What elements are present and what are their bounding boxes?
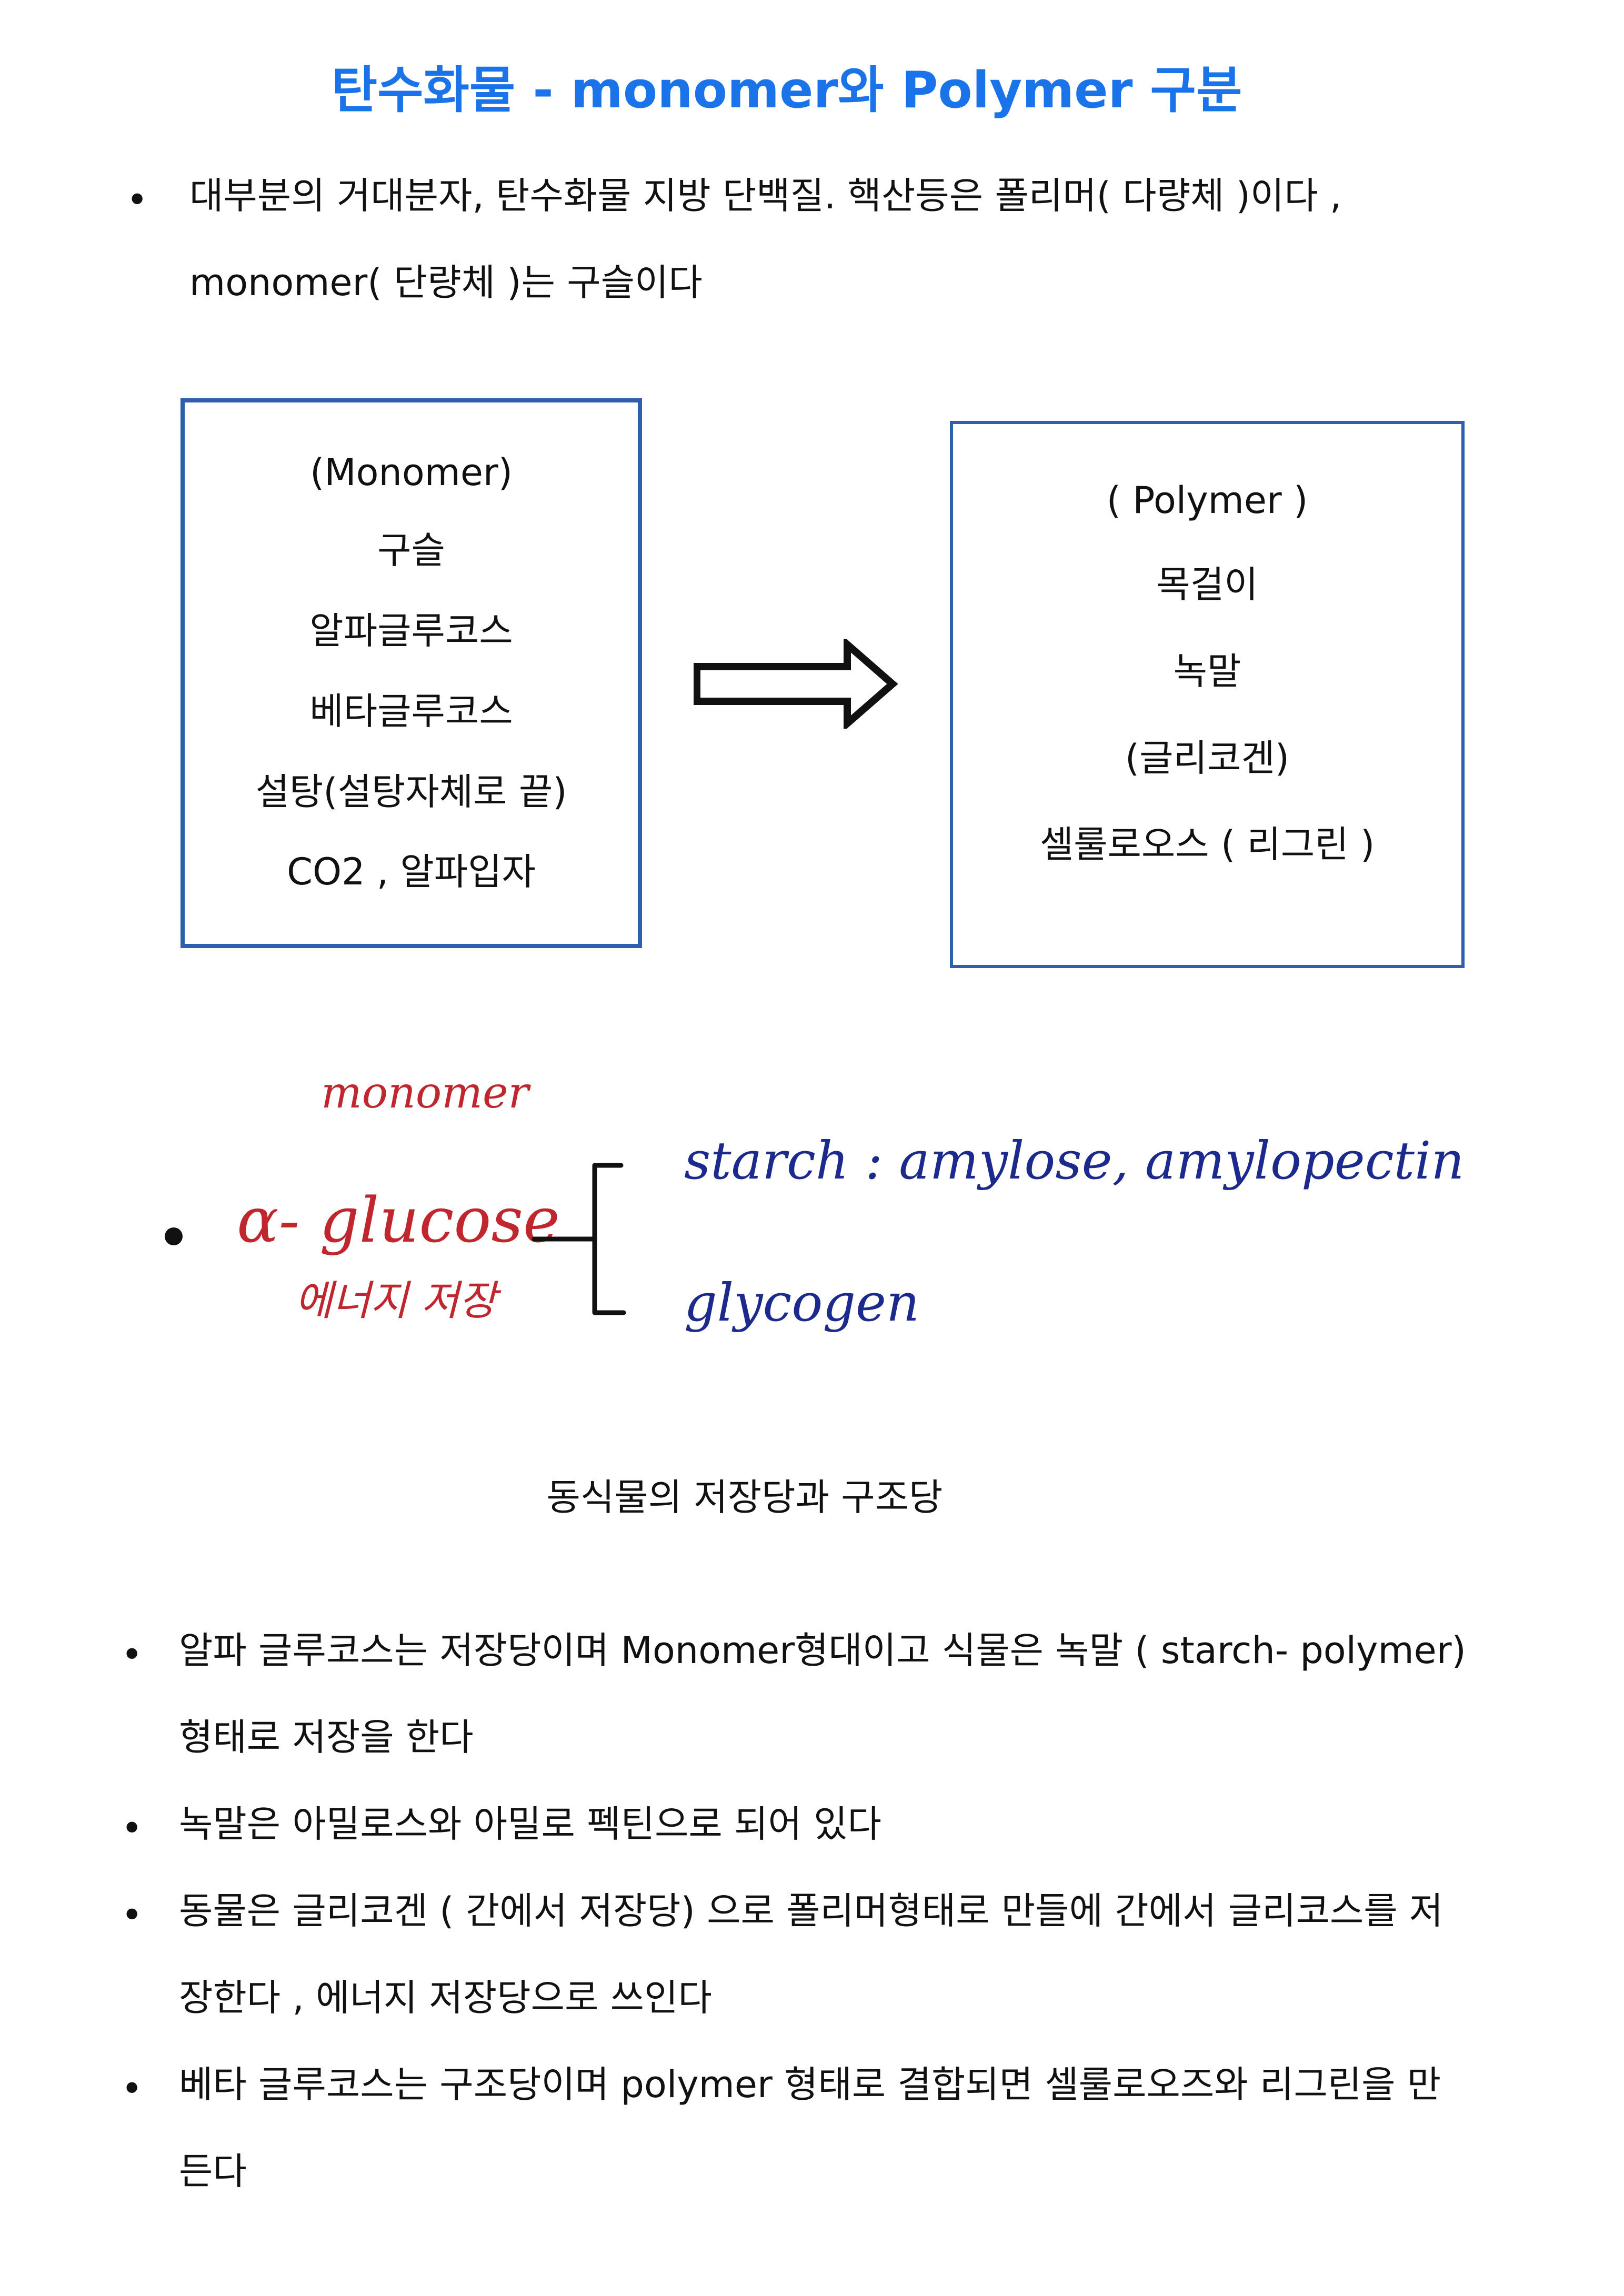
monomer-item-sugar: 설탕(설탕자체로 끝) bbox=[255, 770, 567, 813]
bullet-icon: • bbox=[121, 1807, 143, 1850]
list-item-line: 장한다 , 에너지 저장당으로 쓰인다 bbox=[179, 1976, 712, 2019]
diagram-caption: 동식물의 저장당과 구조당 bbox=[546, 1476, 943, 1519]
starch-amylose-label: starch : amylose, amylopectin bbox=[684, 1131, 1465, 1191]
polymer-item-cellulose: 셀룰로오스 ( 리그린 ) bbox=[1039, 823, 1375, 867]
alpha-glucose-label: α- glucose bbox=[237, 1184, 560, 1256]
bullet-dot-icon bbox=[165, 1227, 183, 1245]
right-arrow-icon bbox=[694, 639, 898, 729]
monomer-box-heading: (Monomer) bbox=[309, 450, 513, 494]
monomer-item-beta-glucose: 베타글루코스 bbox=[309, 689, 513, 733]
branch-bracket-icon bbox=[532, 1163, 626, 1315]
handwritten-diagram: monomer α- glucose 에너지 저장 starch : amylo… bbox=[153, 1042, 1468, 1421]
polymer-box-heading: ( Polymer ) bbox=[1106, 478, 1308, 522]
list-item-text: 녹말은 아밀로스와 아밀로 펙틴으로 되어 있다 bbox=[179, 1781, 881, 1868]
intro-line-1: 대부분의 거대분자, 탄수화물 지방 단백질. 핵산등은 폴리머( 다량체 )이… bbox=[189, 174, 1342, 217]
list-item-line: 든다 bbox=[179, 2150, 247, 2193]
page-title: 탄수화물 - monomer와 Polymer 구분 bbox=[331, 62, 1242, 119]
bullet-icon: • bbox=[121, 1894, 143, 1937]
intro-paragraph: 대부분의 거대분자, 탄수화물 지방 단백질. 핵산등은 폴리머( 다량체 )이… bbox=[189, 153, 1341, 326]
list-item-line: 알파 글루코스는 저장당이며 Monomer형대이고 식물은 녹말 ( star… bbox=[179, 1629, 1466, 1672]
list-item-text: 동물은 글리코겐 ( 간에서 저장당) 으로 폴리머형태로 만들에 간에서 글리… bbox=[179, 1868, 1443, 2041]
bullet-icon: • bbox=[121, 2067, 143, 2110]
monomer-box: (Monomer) 구슬 알파글루코스 베타글루코스 설탕(설탕자체로 끝) C… bbox=[181, 398, 642, 948]
list-item-line: 베타 글루코스는 구조당이며 polymer 형태로 결합되면 셀룰로오즈와 리… bbox=[179, 2063, 1441, 2106]
intro-bullet-icon: • bbox=[126, 178, 148, 221]
list-item-text: 베타 글루코스는 구조당이며 polymer 형태로 결합되면 셀룰로오즈와 리… bbox=[179, 2041, 1441, 2215]
list-item-line: 형태로 저장을 한다 bbox=[179, 1716, 474, 1759]
monomer-item-alpha-glucose: 알파글루코스 bbox=[309, 609, 513, 653]
intro-line-2: monomer( 단량체 )는 구슬이다 bbox=[189, 261, 703, 304]
monomer-item-bead: 구슬 bbox=[377, 529, 445, 572]
polymer-box: ( Polymer ) 목걸이 녹말 (글리코겐) 셀룰로오스 ( 리그린 ) bbox=[950, 421, 1465, 968]
glycogen-label: glycogen bbox=[684, 1273, 920, 1333]
polymer-item-starch: 녹말 bbox=[1173, 649, 1241, 693]
polymer-item-necklace: 목걸이 bbox=[1156, 563, 1258, 607]
energy-storage-label: 에너지 저장 bbox=[295, 1277, 497, 1325]
monomer-item-co2: CO2 , 알파입자 bbox=[287, 850, 536, 894]
list-item-line: 동물은 글리코겐 ( 간에서 저장당) 으로 폴리머형태로 만들에 간에서 글리… bbox=[179, 1889, 1443, 1932]
list-item-text: 알파 글루코스는 저장당이며 Monomer형대이고 식물은 녹말 ( star… bbox=[179, 1607, 1466, 1781]
monomer-handwritten-label: monomer bbox=[321, 1068, 529, 1118]
list-item-line: 녹말은 아밀로스와 아밀로 펙틴으로 되어 있다 bbox=[179, 1802, 881, 1846]
polymer-item-glycogen: (글리코겐) bbox=[1125, 736, 1290, 780]
bullet-icon: • bbox=[121, 1633, 143, 1676]
